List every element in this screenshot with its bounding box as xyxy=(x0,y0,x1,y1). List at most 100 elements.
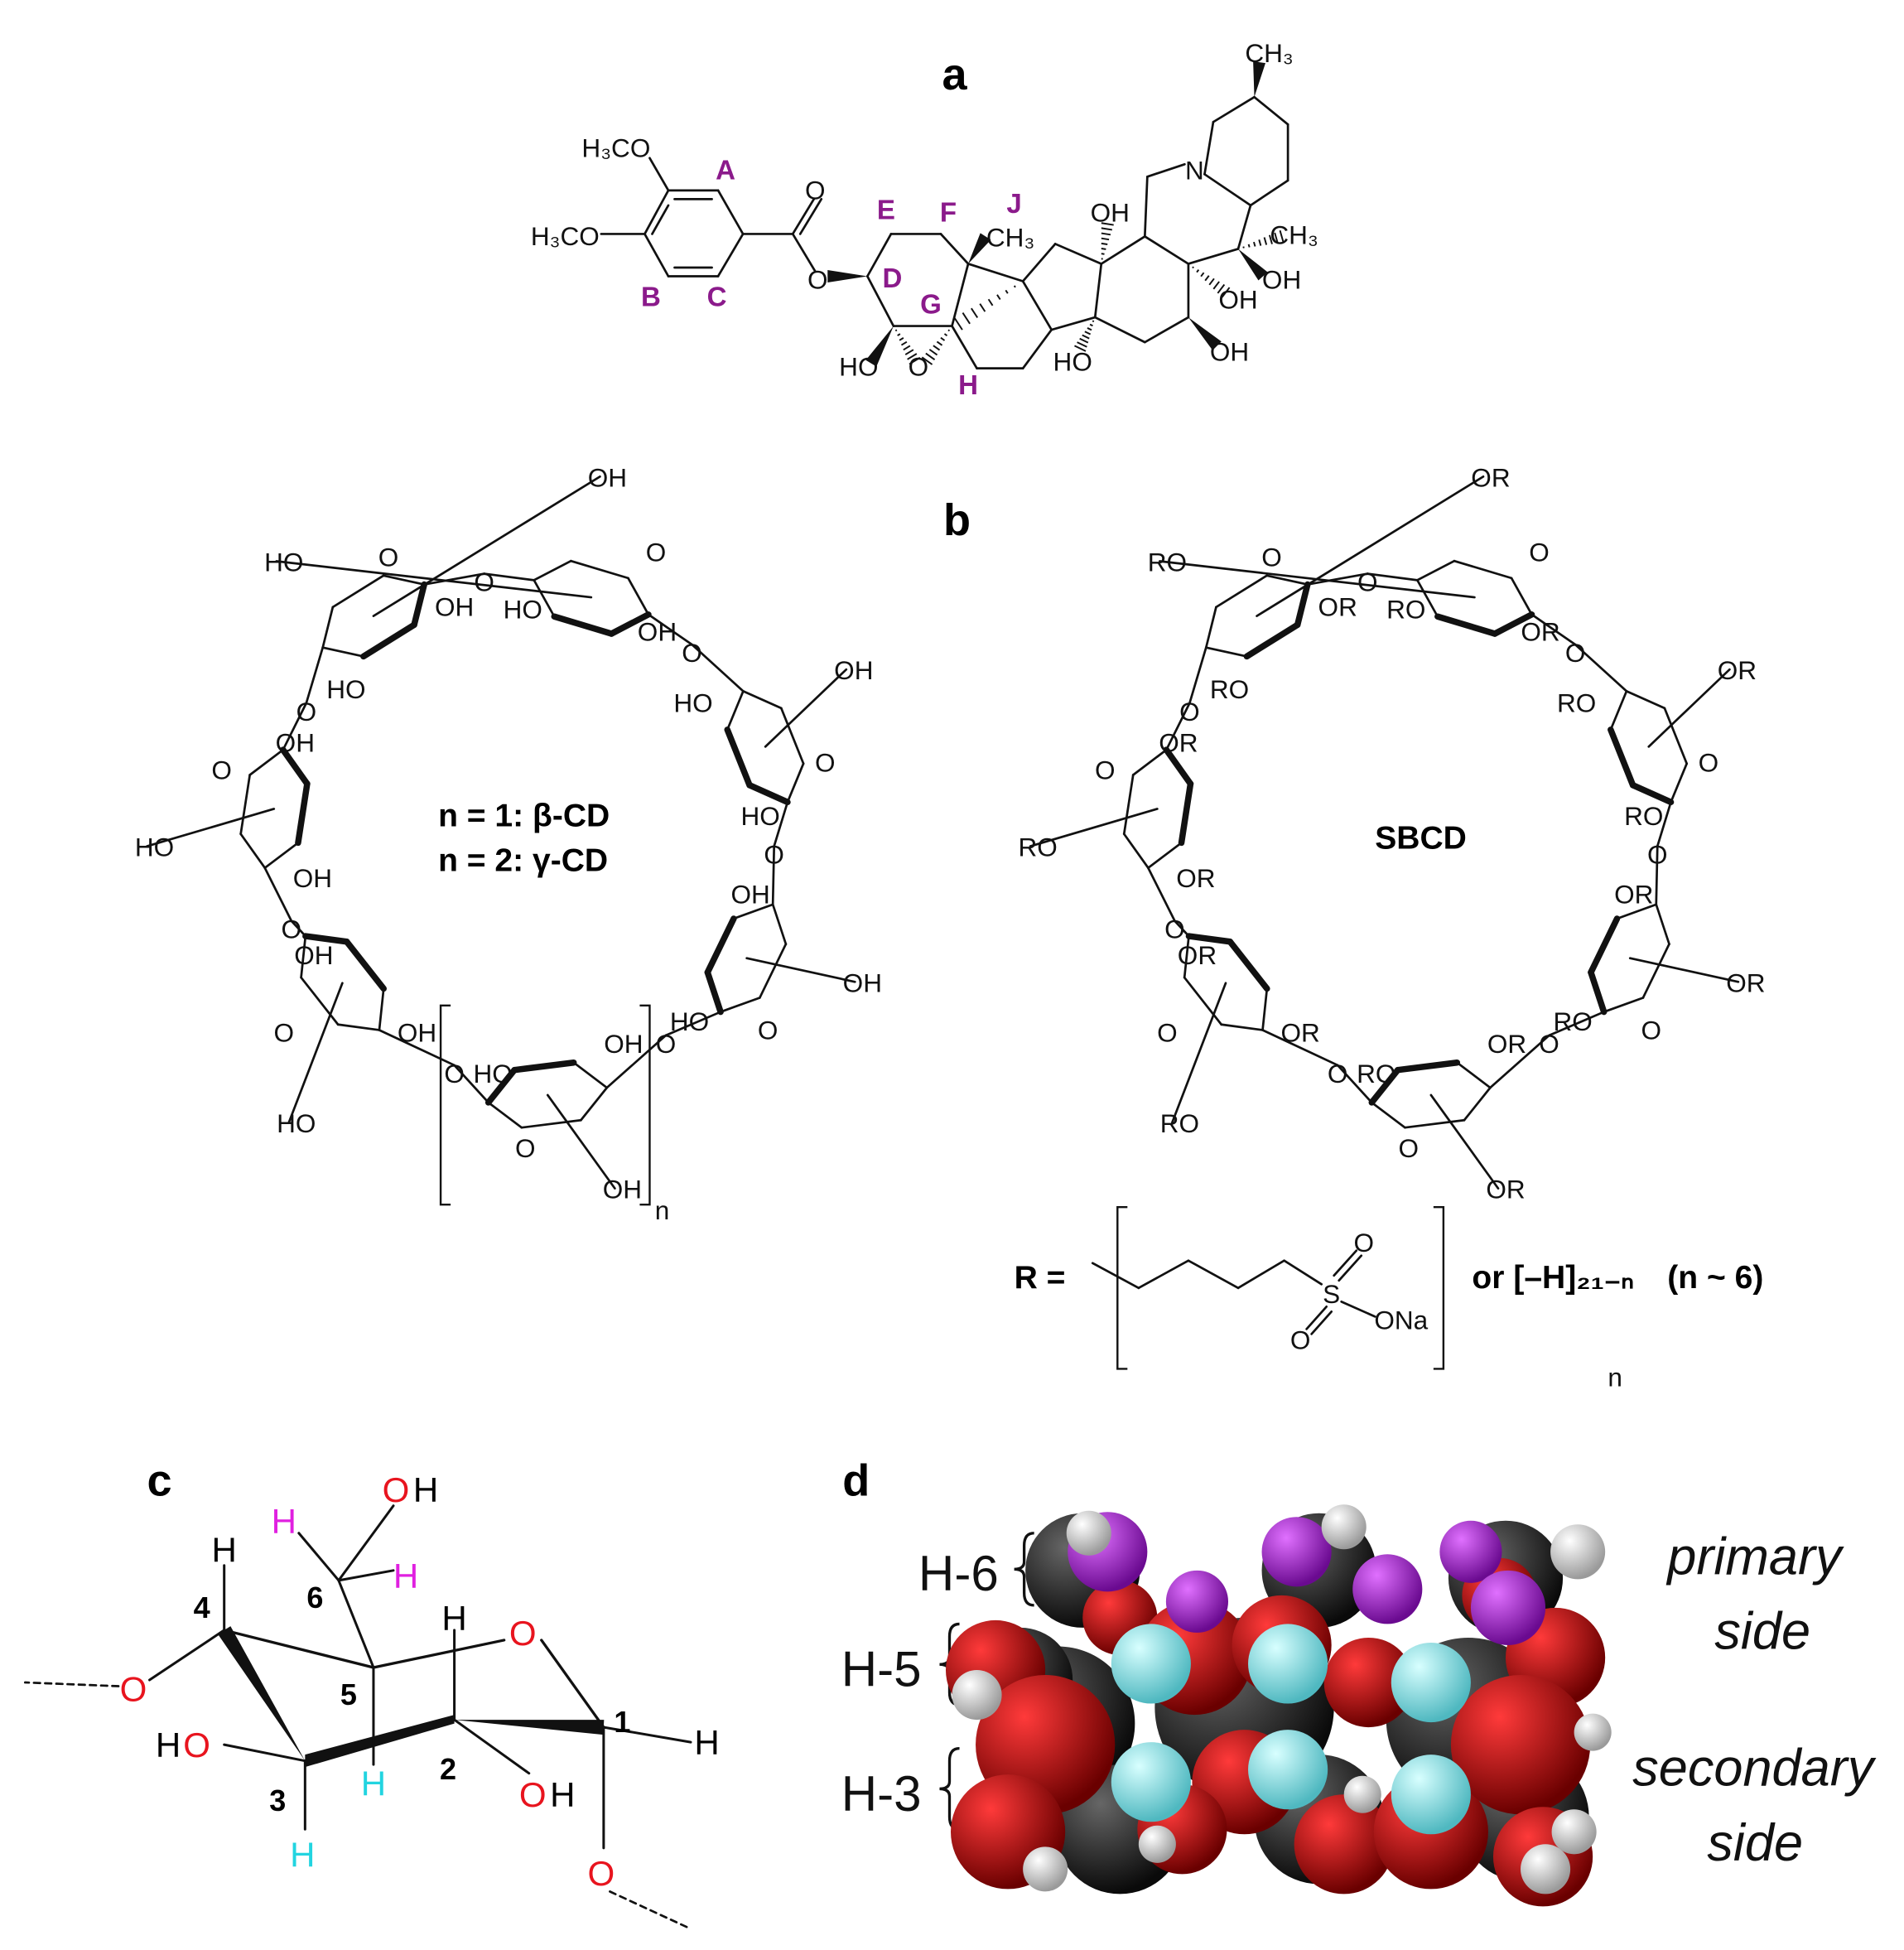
h5-label: H xyxy=(361,1764,386,1803)
bond xyxy=(1603,997,1645,1013)
atom-label: O xyxy=(1179,697,1200,726)
atom-label: HO xyxy=(474,1059,513,1088)
bond xyxy=(1021,280,1053,331)
hashed-bond xyxy=(1242,246,1245,249)
hashed-bond xyxy=(1196,269,1200,273)
h2-label: H xyxy=(441,1599,466,1638)
bond xyxy=(487,1101,523,1129)
hashed-bond xyxy=(897,333,901,336)
carbon-number: 2 xyxy=(440,1752,456,1786)
atom-label: RO xyxy=(1019,833,1058,862)
bond xyxy=(551,613,615,637)
bond xyxy=(580,1086,609,1122)
hydrogen-label: H xyxy=(550,1775,575,1814)
bond xyxy=(1178,780,1194,847)
hashed-bond xyxy=(1089,323,1093,327)
bond xyxy=(248,748,285,776)
h3-h5-hydrogen-sphere xyxy=(1391,1755,1471,1835)
bond xyxy=(1588,915,1621,976)
bond xyxy=(1183,976,1223,1026)
ester-o-label: O xyxy=(807,265,828,295)
bond xyxy=(724,726,753,789)
wedge-bond xyxy=(218,1626,306,1761)
methoxy-label: H₃CO xyxy=(581,133,650,162)
hydrogen-atom-sphere xyxy=(1550,1524,1606,1580)
bond xyxy=(644,189,670,235)
atom-label: OH xyxy=(588,462,627,492)
atom-label: OR xyxy=(1176,863,1215,893)
hydrogen-atom-sphere xyxy=(1521,1844,1571,1894)
bond xyxy=(647,613,693,646)
atom-label: OR xyxy=(1471,462,1510,492)
bond xyxy=(1091,1262,1140,1290)
nitrogen-label: N xyxy=(1185,155,1204,185)
atom-label: OH xyxy=(604,1029,643,1059)
atom-label: OR xyxy=(1726,968,1765,997)
bond xyxy=(1227,939,1270,992)
atom-label: OH xyxy=(834,655,873,685)
bond xyxy=(759,943,788,999)
cd-caption-gamma: n = 2: γ-CD xyxy=(438,843,608,879)
ring-label: D xyxy=(882,263,902,294)
bond xyxy=(1548,1011,1606,1037)
bond xyxy=(1310,1310,1333,1335)
bond xyxy=(533,579,556,618)
bond xyxy=(939,233,970,265)
h6-hydrogen-sphere xyxy=(1470,1570,1546,1645)
bond xyxy=(1236,1259,1285,1290)
bond xyxy=(609,1890,692,1930)
atom-label: OH xyxy=(638,617,677,647)
bond xyxy=(453,1064,490,1104)
bond xyxy=(1340,1300,1376,1318)
bond xyxy=(716,233,745,278)
ring-label: C xyxy=(707,282,727,313)
h3-label: H-3 xyxy=(841,1766,922,1822)
atom-label: RO xyxy=(1557,688,1596,717)
h6b-label: H xyxy=(393,1557,418,1595)
hashed-bond xyxy=(894,329,898,332)
bond xyxy=(951,263,970,327)
atom-label: O xyxy=(1699,747,1719,777)
bond xyxy=(1147,842,1183,870)
bond xyxy=(300,976,340,1026)
ring-label: G xyxy=(920,290,942,321)
bond xyxy=(1143,235,1190,265)
hashed-bond xyxy=(899,337,904,341)
atom-label: OH xyxy=(603,1175,642,1204)
bond xyxy=(1455,1061,1492,1089)
atom-label: O xyxy=(515,1133,536,1163)
bond xyxy=(648,157,670,192)
bond xyxy=(627,577,650,616)
atom-label: HO xyxy=(326,674,365,704)
r-equals-label: R = xyxy=(1015,1260,1066,1296)
atom-label: O xyxy=(682,638,702,668)
bond xyxy=(1489,1034,1550,1089)
bond xyxy=(1305,1305,1328,1330)
or-h-label: or [–H]₂₁₋ₙ xyxy=(1472,1260,1633,1296)
bond xyxy=(1093,263,1103,319)
bond xyxy=(1174,919,1190,938)
bond xyxy=(23,1681,120,1687)
atom-label: O xyxy=(1328,1059,1348,1088)
bond xyxy=(1629,782,1675,806)
bond xyxy=(1574,643,1628,693)
bond xyxy=(1159,560,1476,599)
bond xyxy=(1147,866,1176,923)
bond xyxy=(1608,726,1636,789)
bond xyxy=(1171,982,1227,1124)
hashed-bond xyxy=(953,316,963,331)
ring-label: E xyxy=(877,195,895,225)
hydrogen-atom-sphere xyxy=(1321,1504,1367,1550)
bond xyxy=(1261,1029,1339,1067)
bond xyxy=(1429,1093,1500,1190)
bond xyxy=(1588,969,1608,1016)
h3-h5-hydrogen-sphere xyxy=(1248,1624,1328,1704)
bond xyxy=(1188,646,1207,705)
atom-label: HO xyxy=(741,801,780,831)
bond xyxy=(1628,957,1740,983)
hashed-bond xyxy=(1101,222,1114,226)
bond xyxy=(1187,248,1240,265)
h6-hydrogen-sphere xyxy=(1261,1517,1332,1587)
oxygen-atom-sphere xyxy=(1450,1675,1591,1815)
oxygen-atom-sphere xyxy=(1323,1637,1414,1728)
